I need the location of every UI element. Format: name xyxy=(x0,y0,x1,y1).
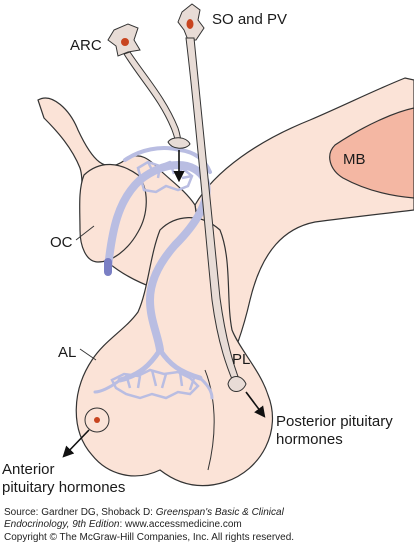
capillary-plexus-upper xyxy=(136,160,194,194)
so-pv-label: SO and PV xyxy=(212,11,288,28)
copyright-caption: Copyright © The McGraw-Hill Companies, I… xyxy=(4,532,295,543)
al-label: AL xyxy=(58,344,77,361)
pl-label: PL xyxy=(232,351,251,368)
so-pv-neuron-terminal xyxy=(227,376,247,392)
oc-label: OC xyxy=(50,234,73,251)
arc-label: ARC xyxy=(70,37,102,54)
lobe-divider xyxy=(204,369,215,471)
arc-neuron-axon xyxy=(123,51,182,147)
capillary-plexus-lower xyxy=(110,368,200,400)
pituitary-diagram xyxy=(37,3,414,487)
arc-neuron-terminal xyxy=(167,137,191,149)
posterior-hormones-label: Posterior pituitary hormones xyxy=(276,413,393,448)
so-pv-neuron-nucleus xyxy=(186,19,194,29)
source-caption-line2: Endocrinology, 9th Edition: www.accessme… xyxy=(4,519,242,530)
pituitary-gland xyxy=(75,217,273,487)
oc-leader xyxy=(75,225,95,241)
al-leader xyxy=(79,348,97,361)
posterior-release-arrow xyxy=(245,391,266,418)
anterior-hormones-label: Anterior pituitary hormones xyxy=(2,461,126,496)
mb-label: MB xyxy=(343,151,366,168)
arc-neuron-nucleus xyxy=(121,38,129,46)
anterior-release-arrow xyxy=(62,429,90,458)
source-caption: Source: Gardner DG, Shoback D: Greenspan… xyxy=(4,507,284,518)
mammillary-body xyxy=(329,107,414,199)
anterior-cell-nucleus xyxy=(94,417,100,423)
